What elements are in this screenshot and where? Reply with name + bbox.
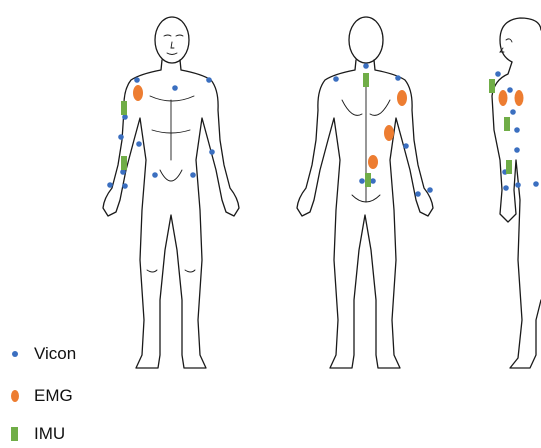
vicon-marker	[495, 71, 501, 77]
vicon-marker	[209, 149, 215, 155]
emg-sensor	[515, 90, 524, 106]
vicon-marker	[503, 185, 509, 191]
side-sensors	[489, 71, 539, 191]
imu-sensor	[121, 156, 127, 170]
vicon-marker	[107, 182, 113, 188]
emg-sensor	[133, 85, 143, 101]
side-body-figure	[492, 18, 541, 368]
vicon-marker	[395, 75, 401, 81]
vicon-marker	[118, 134, 124, 140]
vicon-marker	[403, 143, 409, 149]
vicon-marker	[507, 87, 513, 93]
vicon-marker	[122, 183, 128, 189]
vicon-marker	[514, 127, 520, 133]
vicon-marker	[120, 169, 126, 175]
back-body-figure	[297, 17, 433, 368]
vicon-marker	[152, 172, 158, 178]
vicon-marker	[515, 182, 521, 188]
vicon-marker	[359, 178, 365, 184]
imu-sensor	[363, 73, 369, 87]
front-body-figure	[103, 17, 239, 368]
vicon-marker	[122, 114, 128, 120]
vicon-marker	[363, 63, 369, 69]
vicon-marker	[533, 181, 539, 187]
vicon-marker	[134, 77, 140, 83]
emg-sensor	[397, 90, 407, 106]
imu-sensor	[121, 101, 127, 115]
vicon-marker	[333, 76, 339, 82]
emg-sensor	[499, 90, 508, 106]
imu-sensor	[365, 173, 371, 187]
emg-sensor	[368, 155, 378, 169]
vicon-marker	[510, 109, 516, 115]
imu-sensor	[506, 160, 512, 174]
imu-sensor	[504, 117, 510, 131]
vicon-marker	[514, 147, 520, 153]
vicon-marker	[427, 187, 433, 193]
vicon-marker	[206, 77, 212, 83]
back-sensors	[333, 63, 433, 197]
imu-sensor	[489, 79, 495, 93]
vicon-marker	[415, 191, 421, 197]
vicon-marker	[136, 141, 142, 147]
vicon-marker	[190, 172, 196, 178]
emg-sensor	[384, 125, 394, 141]
vicon-marker	[172, 85, 178, 91]
vicon-marker	[370, 178, 376, 184]
